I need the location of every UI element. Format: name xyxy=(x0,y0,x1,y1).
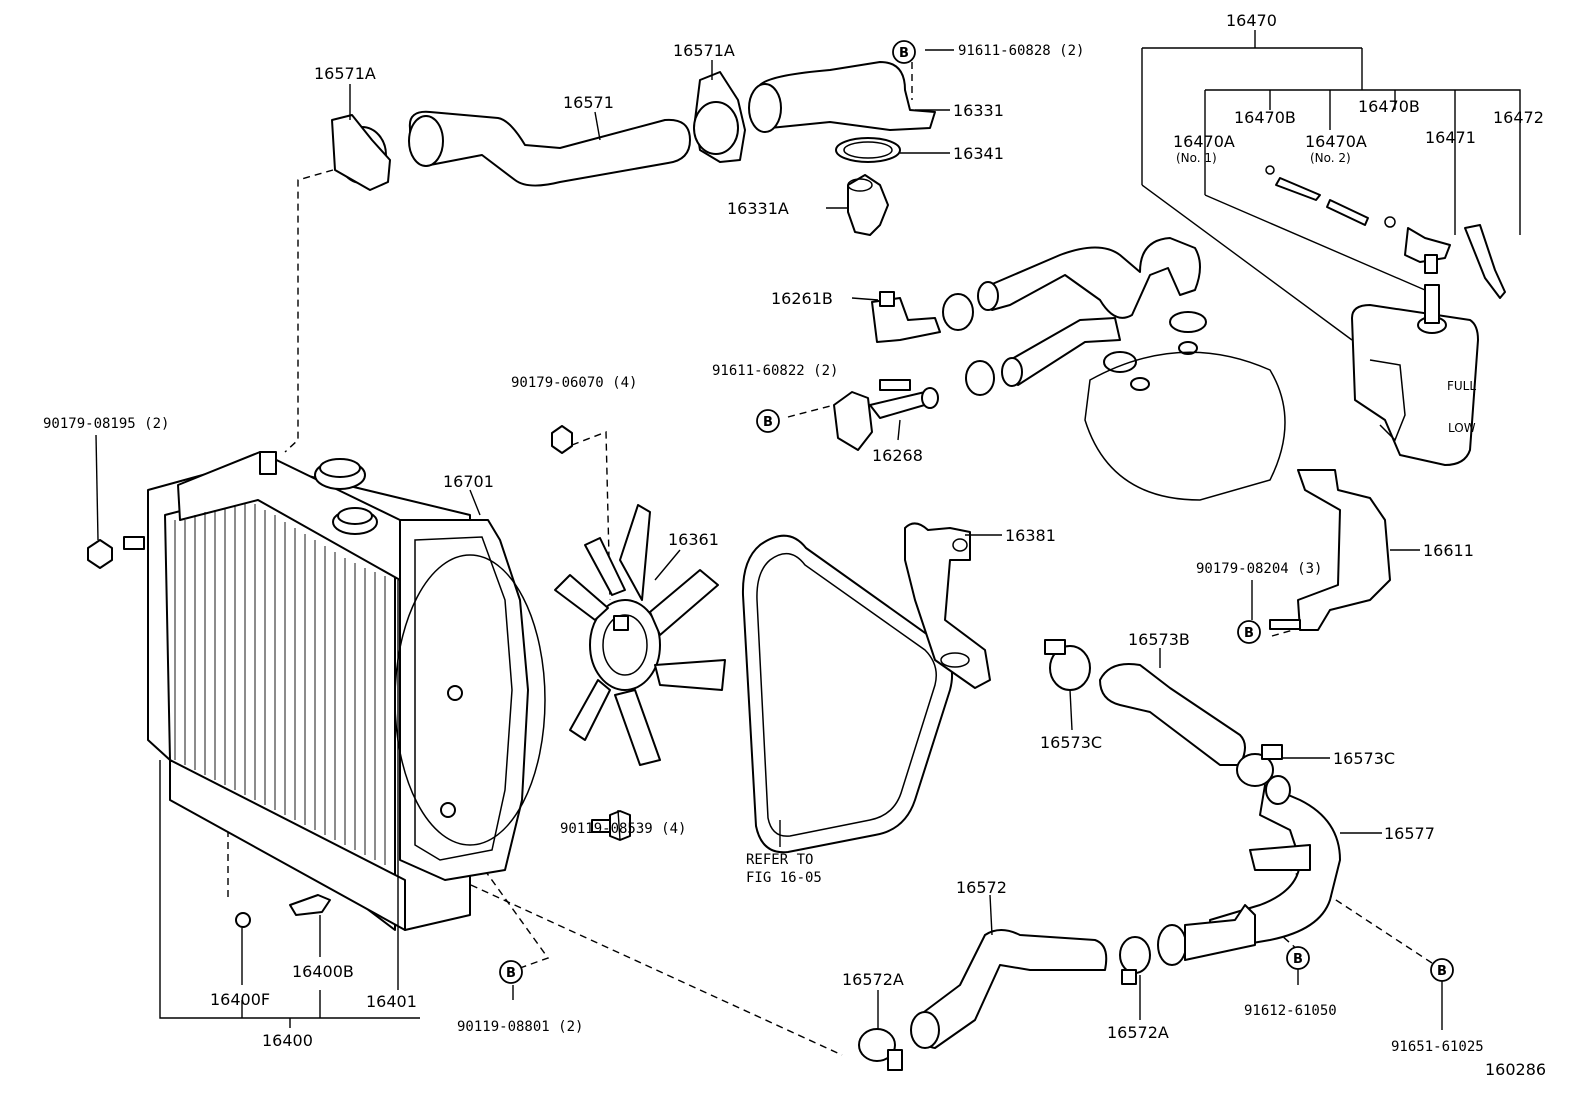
b-marker-91611-60822: B xyxy=(756,409,780,433)
b-marker-91612-61050: B xyxy=(1286,946,1310,970)
label-90179-08204: 90179-08204 (3) xyxy=(1196,561,1322,577)
label-16470B-b: 16470B xyxy=(1358,97,1420,116)
label-91612-61050: 91612-61050 xyxy=(1244,1003,1337,1019)
reservoir-full-label: FULL xyxy=(1447,379,1476,393)
label-16400B: 16400B xyxy=(292,962,354,981)
label-16400F: 16400F xyxy=(210,990,270,1009)
bolt-90119-08539 xyxy=(591,810,631,841)
label-16577: 16577 xyxy=(1384,824,1435,843)
reservoir-low-label: LOW xyxy=(1448,421,1476,435)
label-refer-to: REFER TO xyxy=(746,852,813,868)
label-16361: 16361 xyxy=(668,530,719,549)
bracket-16381 xyxy=(904,522,991,689)
label-16571: 16571 xyxy=(563,93,614,112)
label-16573C-a: 16573C xyxy=(1040,733,1102,752)
label-16470A-2-note: (No. 2) xyxy=(1310,151,1351,165)
dash-fan-bolt xyxy=(571,430,611,601)
svg-text:B: B xyxy=(1437,964,1447,979)
dash-clamp-to-radiator xyxy=(284,169,334,453)
label-16573C-b: 16573C xyxy=(1333,749,1395,768)
svg-text:B: B xyxy=(506,966,516,981)
svg-text:B: B xyxy=(1293,952,1303,967)
label-16470A-1: 16470A xyxy=(1173,132,1235,151)
label-16572A-b: 16572A xyxy=(1107,1023,1169,1042)
radiator-16400 xyxy=(87,451,471,931)
label-16331A: 16331A xyxy=(727,199,789,218)
label-90119-08801: 90119-08801 (2) xyxy=(457,1019,583,1035)
upper-hose-16571 xyxy=(331,71,746,191)
label-16471: 16471 xyxy=(1425,128,1476,147)
label-90179-06070: 90179-06070 (4) xyxy=(511,375,637,391)
b-marker-91611-60828: B xyxy=(892,40,916,64)
v-belt xyxy=(741,534,954,854)
lower-hose-16572 xyxy=(858,929,1151,1071)
b-marker-91651-61025: B xyxy=(1430,958,1454,982)
bracket-16611 xyxy=(1269,469,1391,631)
label-16331: 16331 xyxy=(953,101,1004,120)
label-16572: 16572 xyxy=(956,878,1007,897)
label-16571A-mid: 16571A xyxy=(673,41,735,60)
label-16701: 16701 xyxy=(443,472,494,491)
water-pipe-16268 xyxy=(833,379,939,451)
label-16472: 16472 xyxy=(1493,108,1544,127)
label-16470B-a: 16470B xyxy=(1234,108,1296,127)
label-90179-08195: 90179-08195 (2) xyxy=(43,416,169,432)
b-marker-90119-08801: B xyxy=(499,960,523,984)
figure-number: 160286 xyxy=(1485,1060,1546,1079)
label-16268: 16268 xyxy=(872,446,923,465)
dash-lower-hose xyxy=(459,879,843,1056)
fan-shroud-16701 xyxy=(394,425,573,881)
svg-text:B: B xyxy=(899,46,909,61)
label-16611: 16611 xyxy=(1423,541,1474,560)
label-16401: 16401 xyxy=(366,992,417,1011)
label-16573B: 16573B xyxy=(1128,630,1190,649)
svg-text:B: B xyxy=(763,415,773,430)
label-16381: 16381 xyxy=(1005,526,1056,545)
water-outlet-16331 xyxy=(748,61,936,236)
label-16261B: 16261B xyxy=(771,289,833,308)
pipe-16577 xyxy=(1157,775,1341,966)
label-16571A-top: 16571A xyxy=(314,64,376,83)
heater-hoses xyxy=(871,237,1286,501)
label-16470A-2: 16470A xyxy=(1305,132,1367,151)
label-91611-60822: 91611-60822 (2) xyxy=(712,363,838,379)
lower-hose-16573B xyxy=(1044,639,1283,787)
label-16470: 16470 xyxy=(1226,11,1277,30)
label-16400: 16400 xyxy=(262,1031,313,1050)
svg-text:B: B xyxy=(1244,626,1254,641)
b-marker-90179-08204: B xyxy=(1237,620,1261,644)
label-91611-60828: 91611-60828 (2) xyxy=(958,43,1084,59)
part-labels: 16571A 16571 16571A 91611-60828 (2) 1633… xyxy=(43,11,1546,1079)
label-91651-61025: 91651-61025 xyxy=(1391,1039,1484,1055)
leader-lines xyxy=(95,30,1521,1030)
label-90119-08539: 90119-08539 (4) xyxy=(560,821,686,837)
label-16470A-1-note: (No. 1) xyxy=(1176,151,1217,165)
fan-16361 xyxy=(554,504,726,766)
dash-b-16268 xyxy=(787,404,835,418)
reservoir-16470: FULL LOW xyxy=(1265,165,1506,466)
label-fig-16-05: FIG 16-05 xyxy=(746,870,822,886)
label-16341: 16341 xyxy=(953,144,1004,163)
label-16572A-a: 16572A xyxy=(842,970,904,989)
